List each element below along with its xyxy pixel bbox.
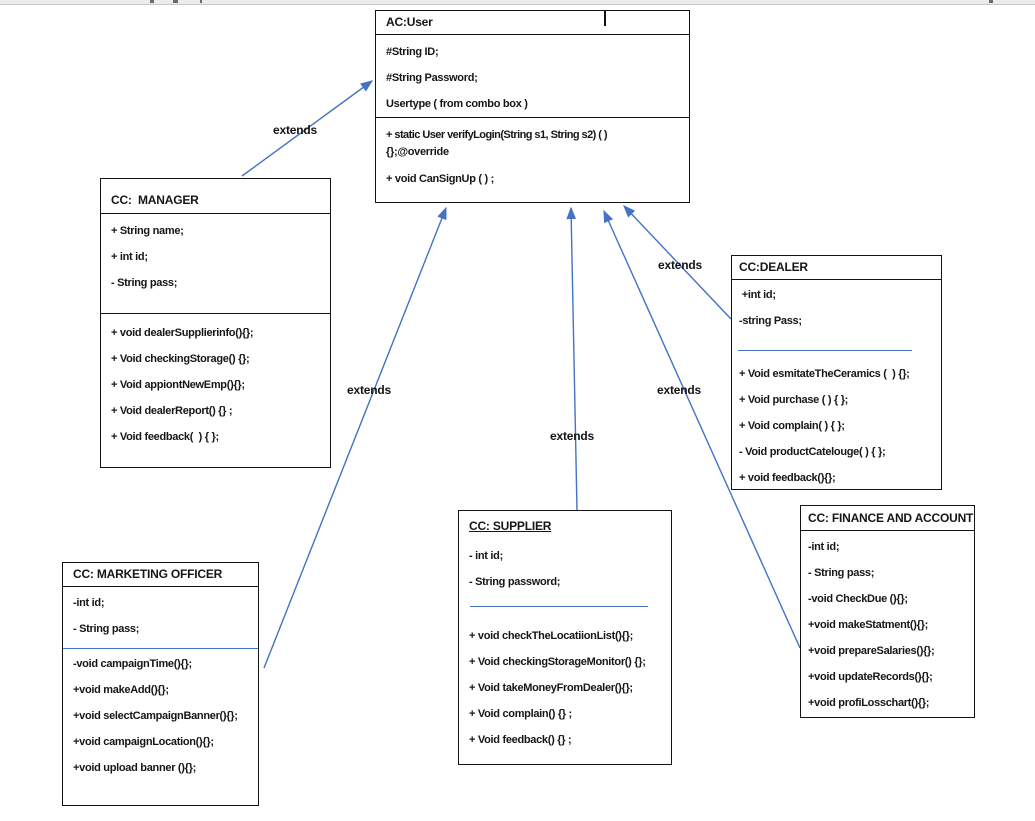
class-box-user[interactable]: AC:User #String ID; #String Password; Us… <box>375 10 690 203</box>
class-method: -void campaignTime(){}; <box>73 658 192 670</box>
extends-label-manager[interactable]: extends <box>273 123 317 137</box>
class-attribute: +int id; <box>739 289 776 301</box>
class-method: + void CanSignUp ( ) ; <box>386 173 494 185</box>
attributes-methods-divider <box>738 350 912 351</box>
class-method: + Void appiontNewEmp(){}; <box>111 379 245 391</box>
extends-label-marketing[interactable]: extends <box>347 383 391 397</box>
class-attribute: + String name; <box>111 225 184 237</box>
class-method: + Void checkingStorageMonitor() {}; <box>469 656 646 668</box>
class-method: +void profiLosschart(){}; <box>808 697 930 709</box>
class-method: + Void esmitateTheCeramics ( ) {}; <box>739 368 910 380</box>
class-method: + Void complain() {} ; <box>469 708 572 720</box>
extends-label-finance[interactable]: extends <box>657 383 701 397</box>
class-box-finance-account[interactable]: CC: FINANCE AND ACCOUNT -int id; - Strin… <box>800 505 975 718</box>
class-method: +void campaignLocation(){}; <box>73 736 214 748</box>
ribbon-glyph-fragment <box>200 0 202 3</box>
class-attribute: -int id; <box>808 541 840 553</box>
extends-connector-finance-user[interactable] <box>603 209 801 649</box>
class-title: CC: FINANCE AND ACCOUNT <box>801 506 974 531</box>
class-box-supplier[interactable]: CC: SUPPLIER - int id; - String password… <box>458 510 672 765</box>
class-attribute: #String Password; <box>386 72 478 84</box>
extends-connector-dealer-user[interactable] <box>623 204 732 320</box>
class-title: CC:DEALER <box>732 256 941 280</box>
extends-label-dealer[interactable]: extends <box>658 258 702 272</box>
ribbon-clipped-strip <box>0 0 1035 5</box>
class-attribute: - String pass; <box>111 277 178 289</box>
ribbon-glyph-fragment <box>989 0 993 3</box>
extends-label-supplier[interactable]: extends <box>550 429 594 443</box>
class-attribute: - String pass; <box>73 623 140 635</box>
class-method: -void CheckDue (){}; <box>808 593 908 605</box>
class-attribute: - String password; <box>469 576 561 588</box>
class-attribute: - String pass; <box>808 567 875 579</box>
class-attribute: Usertype ( from combo box ) <box>376 91 689 118</box>
class-attribute: -int id; <box>73 597 105 609</box>
class-method: + void dealerSupplierinfo(){}; <box>111 327 254 339</box>
class-box-marketing-officer[interactable]: CC: MARKETING OFFICER -int id; - String … <box>62 562 259 806</box>
class-method: +void upload banner (){}; <box>73 762 196 774</box>
class-box-dealer[interactable]: CC:DEALER +int id; -string Pass; + Void … <box>731 255 942 490</box>
class-title: CC: MARKETING OFFICER <box>63 563 258 587</box>
extends-connector-supplier-user[interactable] <box>566 206 578 511</box>
class-attribute: + int id; <box>111 251 148 263</box>
class-attribute: -string Pass; <box>739 315 802 327</box>
text-cursor <box>604 11 606 26</box>
ribbon-glyph-fragment <box>150 0 154 3</box>
class-method: + Void checkingStorage() {}; <box>111 353 250 365</box>
attributes-methods-divider <box>470 606 648 607</box>
class-box-manager[interactable]: CC: MANAGER + String name; + int id; - S… <box>100 178 331 468</box>
attributes-methods-divider <box>63 648 258 649</box>
class-method: +void prepareSalaries(){}; <box>808 645 935 657</box>
class-method: + Void takeMoneyFromDealer(){}; <box>469 682 633 694</box>
class-title: CC: MANAGER <box>101 187 330 214</box>
class-method: +void updateRecords(){}; <box>808 671 933 683</box>
class-method: + Void feedback( ) { }; <box>111 431 219 443</box>
class-method: +void selectCampaignBanner(){}; <box>73 710 238 722</box>
class-method: {};@override <box>386 146 449 158</box>
ribbon-glyph-fragment <box>173 0 178 3</box>
class-method: +void makeStatment(){}; <box>808 619 928 631</box>
class-method: + Void complain( ) { }; <box>739 420 845 432</box>
extends-connector-manager-user[interactable] <box>241 80 374 177</box>
class-attribute: #String ID; <box>386 46 439 58</box>
attributes-methods-divider <box>101 313 330 314</box>
class-method: + Void feedback() {} ; <box>469 734 572 746</box>
class-title: CC: SUPPLIER <box>469 519 552 533</box>
class-method: +void makeAdd(){}; <box>73 684 169 696</box>
class-attribute: - int id; <box>469 550 503 562</box>
class-method: + static User verifyLogin(String s1, Str… <box>386 129 608 141</box>
class-title: AC:User <box>376 11 689 35</box>
class-method: + Void dealerReport() {} ; <box>111 405 233 417</box>
class-method: - Void productCatelouge( ) { }; <box>739 446 886 458</box>
class-method: + Void purchase ( ) { }; <box>739 394 849 406</box>
extends-connector-marketing-user[interactable] <box>263 206 447 669</box>
class-method: + void feedback(){}; <box>739 472 836 484</box>
class-method: + void checkTheLocatiionList(){}; <box>469 630 633 642</box>
